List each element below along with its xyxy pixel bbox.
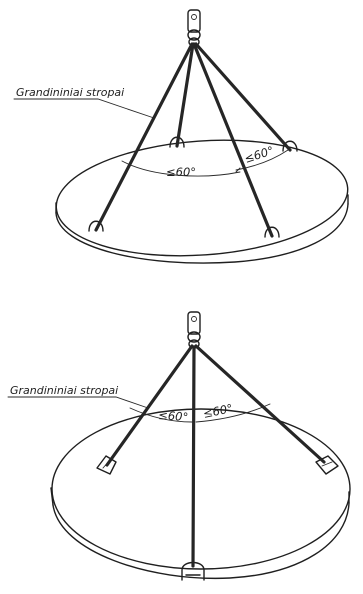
top-slab-top-face	[55, 139, 349, 257]
lift-point-back-right	[282, 140, 298, 152]
bottom-slab-top-face	[51, 408, 351, 570]
top-sling-3	[175, 42, 195, 148]
top-arc-tick	[235, 167, 241, 173]
lift-point-right	[315, 455, 339, 475]
top-chain-slings	[94, 42, 292, 238]
figure-bottom: Grandininiai stropai ≤60° ≤60°	[7, 311, 351, 581]
top-sling-4	[194, 42, 292, 152]
lift-point-left	[96, 455, 117, 475]
bottom-sling-left	[105, 344, 194, 467]
top-label-leader	[13, 98, 155, 119]
top-sling-2	[192, 42, 274, 238]
figure-top: Grandininiai stropai ≤60° ≤60°	[13, 9, 349, 264]
top-slab-bottom-edge	[55, 203, 349, 264]
bottom-angle-left: ≤60°	[158, 408, 189, 424]
bottom-slab-bottom-edge	[52, 502, 350, 580]
top-angle-arc-right	[235, 149, 289, 171]
lift-point-front-right	[264, 226, 280, 238]
bottom-sling-front	[191, 345, 196, 568]
bottom-angle-arc-right	[195, 403, 271, 423]
top-slab	[55, 139, 349, 264]
top-label-text: Grandininiai stropai	[16, 86, 124, 99]
top-sling-1	[94, 42, 194, 232]
top-angle-left: ≤60°	[166, 165, 196, 179]
bottom-label-text: Grandininiai stropai	[10, 384, 118, 397]
bottom-angle-arc-left	[129, 407, 193, 423]
lift-point-front-left	[88, 220, 104, 232]
top-hook-icon	[187, 9, 201, 47]
bottom-hook-icon	[187, 311, 201, 349]
top-angle-right: ≤60°	[243, 143, 276, 166]
bottom-slab	[50, 408, 351, 580]
bottom-sling-right	[194, 344, 326, 464]
bottom-chain-slings	[105, 344, 326, 568]
top-angle-arc-left	[121, 160, 241, 177]
bottom-label-leader	[7, 396, 149, 409]
bottom-angle-right: ≤60°	[202, 401, 234, 421]
lift-point-right-inner	[321, 461, 333, 467]
